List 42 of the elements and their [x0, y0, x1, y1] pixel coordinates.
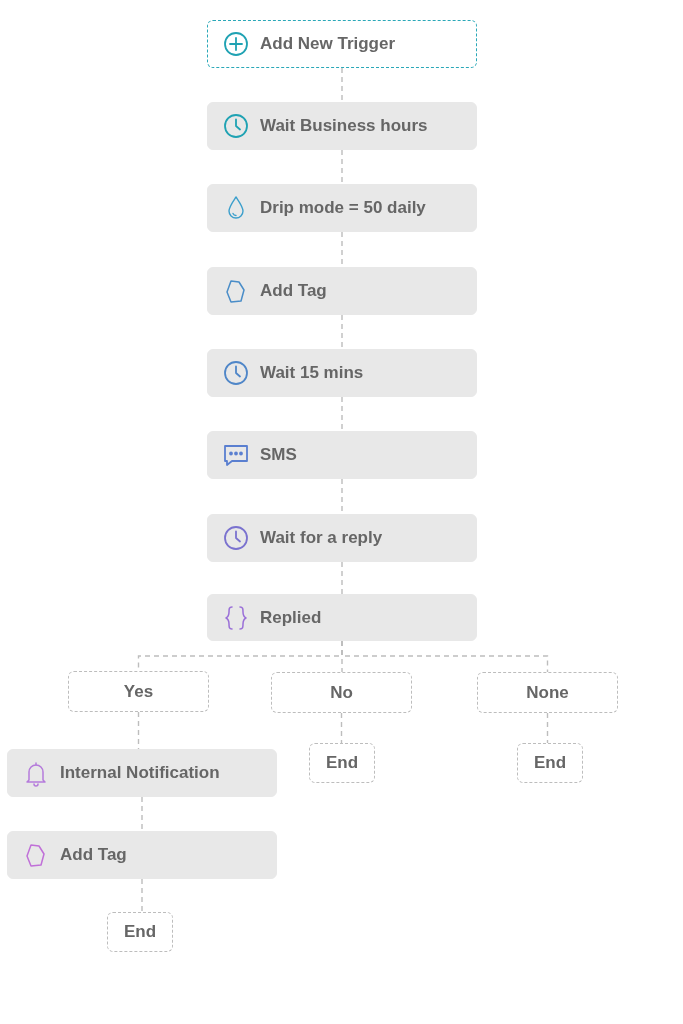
- step-label: Add Tag: [60, 845, 127, 865]
- connector-line: [141, 796, 143, 832]
- step-label: Replied: [260, 607, 322, 628]
- connector-line: [341, 640, 549, 673]
- action-box: [207, 431, 477, 479]
- connector-line: [341, 149, 343, 185]
- branch-box: [517, 743, 583, 783]
- action-box: [7, 749, 277, 797]
- trigger-box: [207, 20, 477, 68]
- step-label: Drip mode = 50 daily: [260, 198, 426, 218]
- step-label: SMS: [260, 445, 297, 465]
- branch-box: [107, 912, 173, 952]
- action-box: [207, 102, 477, 150]
- connector-line: [340, 712, 343, 744]
- connector-line: [341, 396, 343, 432]
- step-label: Yes: [123, 681, 154, 702]
- step-label: Add New Trigger: [260, 34, 396, 54]
- step-label: Add Tag: [260, 281, 327, 301]
- step-label: End: [533, 753, 567, 773]
- action-box: [7, 831, 277, 879]
- step-label: No: [330, 682, 353, 703]
- step-label: Wait 15 mins: [260, 363, 364, 383]
- step-label: Internal Notification: [60, 763, 220, 783]
- step-label: End: [123, 922, 157, 942]
- step-label: End: [325, 753, 359, 773]
- step-label: None: [526, 682, 569, 703]
- connector-line: [341, 67, 343, 103]
- branch-box: [309, 743, 375, 783]
- step-label: Wait Business hours: [260, 116, 428, 136]
- branch-box: [477, 672, 618, 713]
- connector-line: [141, 878, 143, 913]
- action-box: [207, 267, 477, 315]
- action-box: [207, 349, 477, 397]
- branch-box: [68, 671, 209, 712]
- action-box: [207, 594, 477, 641]
- connector-line: [341, 314, 343, 350]
- branch-box: [271, 672, 412, 713]
- connector-line: [546, 712, 549, 744]
- action-box: [207, 514, 477, 562]
- step-label: Wait for a reply: [260, 528, 383, 548]
- action-box: [207, 184, 477, 232]
- connector-line: [341, 561, 343, 595]
